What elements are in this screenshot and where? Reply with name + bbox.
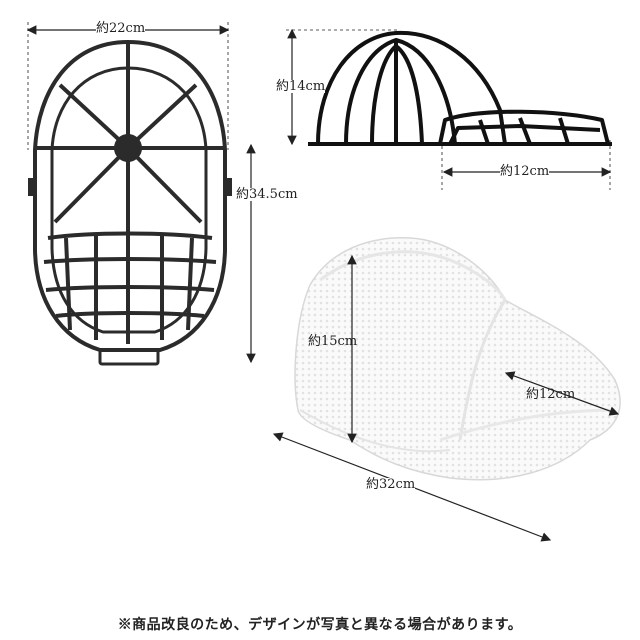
label-frame-width: 約22cm xyxy=(96,21,146,36)
label-net-height: 約15cm xyxy=(308,334,358,349)
frame-top-view xyxy=(28,40,232,366)
label-frame-length: 約34.5cm xyxy=(236,187,298,202)
label-net-brim: 約12cm xyxy=(526,387,576,402)
disclaimer-note: ※商品改良のため、デザインが写真と異なる場合があります。 xyxy=(117,617,523,633)
label-frame-brim: 約12cm xyxy=(500,164,550,179)
label-frame-height: 約14cm xyxy=(276,79,326,94)
label-net-length: 約32cm xyxy=(366,477,416,492)
mesh-net xyxy=(294,237,621,481)
dim-net-brim xyxy=(504,371,620,416)
frame-side-view xyxy=(308,30,612,146)
